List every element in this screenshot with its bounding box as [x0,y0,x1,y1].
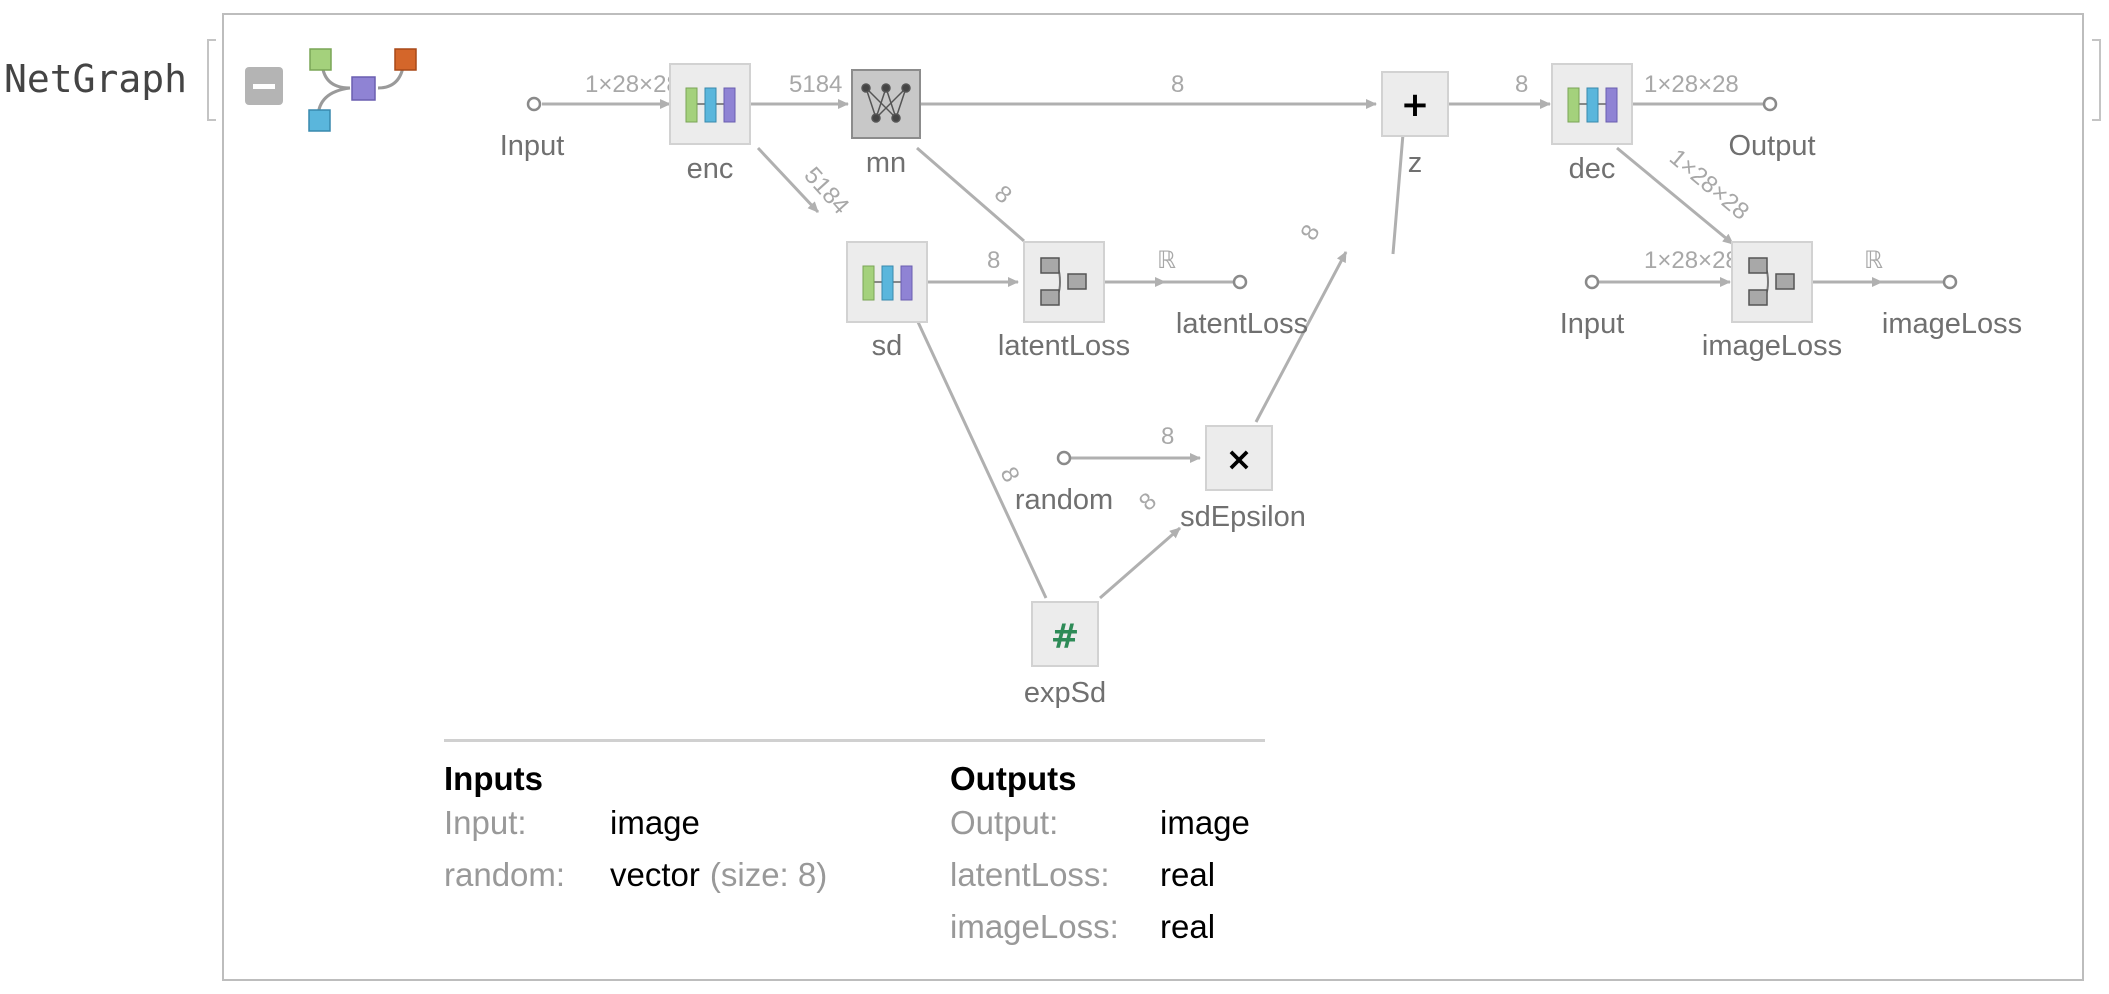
inputs-heading: Inputs [444,760,543,797]
input-row-type: image [610,804,700,841]
collapse-button[interactable] [245,67,283,105]
node-sd[interactable] [846,241,928,323]
node-dec[interactable] [1551,63,1633,145]
output-row: imageLoss: real [950,908,1250,960]
node-label-expsd: expSd [1024,677,1106,709]
node-label-dec: dec [1569,153,1616,185]
input-row: random: vector (size: 8) [444,856,827,908]
plus-icon: + [1401,85,1430,125]
node-enc[interactable] [669,63,751,145]
edge-dec-imageloss [1616,146,1734,246]
port-output[interactable] [1762,96,1778,112]
input-row-type: vector [610,856,700,893]
edge-sdepsilon-z [1254,251,1348,423]
node-label-imageloss: imageLoss [1702,330,1842,362]
node-expsd[interactable]: # [1031,601,1099,667]
output-row-name: imageLoss: [950,908,1119,945]
edge-label-enc-mn: 5184 [789,71,842,98]
node-mn[interactable] [851,69,921,139]
outputs-column: Outputs Output: image latentLoss: real i… [950,760,1250,960]
edge-mn-latentloss [916,146,1025,243]
chain-icon [685,87,736,123]
port-latentloss[interactable] [1232,274,1248,290]
edge-label-sd-latent: 8 [987,247,1000,274]
port-label-imageloss: imageLoss [1882,308,2022,340]
outputs-heading: Outputs [950,760,1077,797]
bracket-close [2092,39,2101,121]
port-input[interactable] [526,96,542,112]
edge-enc-sd [756,146,820,214]
edge-label-in-enc: 1×28×28 [585,71,680,98]
port-image-input[interactable] [1584,274,1600,290]
times-icon: × [1226,440,1253,478]
output-row: Output: image [950,804,1250,856]
loss-layer-icon [1748,257,1795,306]
icon-square-green [309,48,332,71]
edge-label-dec-out: 1×28×28 [1644,71,1739,98]
port-label-input: Input [500,130,565,162]
bracket-open [207,39,216,121]
node-label-enc: enc [687,153,734,185]
inputs-column: Inputs Input: image random: vector (size… [444,760,827,908]
edge-z-up [1391,133,1405,255]
node-sdepsilon[interactable]: × [1205,425,1273,491]
icon-square-purple [351,76,376,101]
edge-label-in-img: 1×28×28 [1644,247,1739,274]
output-row-name: latentLoss: [950,856,1110,893]
port-random[interactable] [1056,450,1072,466]
input-row-name: random: [444,856,566,893]
port-label-random: random [1015,484,1113,516]
input-row-note: (size: 8) [709,856,828,893]
output-row-type: real [1160,908,1216,945]
output-row: latentLoss: real [950,856,1250,908]
output-row-type: real [1160,856,1216,893]
io-summary-table: Inputs Input: image random: vector (size… [444,739,1265,945]
node-z[interactable]: + [1381,71,1449,137]
node-imageloss[interactable] [1731,241,1813,323]
node-label-z: z [1408,147,1423,179]
icon-square-orange [394,48,417,71]
node-label-mn: mn [866,147,906,179]
edge-expsd-sdepsilon [1099,526,1181,600]
netgraph-head: NetGraph [4,57,188,101]
linear-layer-icon [861,83,911,123]
input-row: Input: image [444,804,827,856]
function-icon: # [1051,617,1080,657]
edge-label-mn-z: 8 [1171,71,1184,98]
chain-icon [1567,87,1618,123]
netgraph-icon [308,48,417,132]
node-label-sdepsilon: sdEpsilon [1180,501,1306,533]
edge-label-rand-eps: 8 [1161,423,1174,450]
netgraph-panel [222,13,2084,981]
edge-label-z-dec: 8 [1515,71,1528,98]
port-imageloss[interactable] [1942,274,1958,290]
edge-sd-expsd [916,321,1048,599]
loss-layer-icon [1040,257,1087,306]
edge-label-img-out: ℝ [1864,247,1883,274]
node-label-latentloss: latentLoss [998,330,1130,362]
node-latentloss[interactable] [1023,241,1105,323]
port-label-output: Output [1728,130,1815,162]
chain-icon [862,265,913,301]
edge-label-latent-out: ℝ [1157,247,1176,274]
icon-square-blue [308,109,331,132]
port-label-image-input: Input [1560,308,1625,340]
output-row-type: image [1160,804,1250,841]
input-row-name: Input: [444,804,527,841]
port-label-latentloss: latentLoss [1176,308,1308,340]
node-label-sd: sd [872,330,903,362]
output-row-name: Output: [950,804,1059,841]
